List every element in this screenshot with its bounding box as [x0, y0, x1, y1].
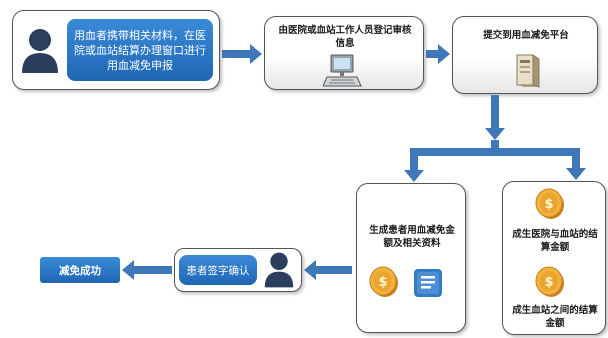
step6-text: 患者签字确认 [186, 264, 250, 277]
step6-sign-box: 患者签字确认 [174, 248, 302, 292]
step5-item2-text: 成生血站之间的结算金额 [512, 305, 598, 329]
person-icon [22, 29, 58, 73]
step4-text: 生成患者用血减免金额及相关资料 [369, 225, 455, 249]
arrow-to-step4 [404, 148, 424, 182]
coin-icon: $ [369, 266, 398, 297]
computer-icon [323, 54, 362, 87]
step5-settlement-box: $ 成生医院与血站的结算金额 $ 成生血站之间的结算金额 [502, 181, 606, 335]
arrow-step6-to-step7 [122, 260, 172, 280]
svg-text:$: $ [544, 197, 553, 212]
step2-text: 由医院或血站工作人员登记审核信息 [278, 25, 412, 49]
step1-apply-box: 用血者携带相关材料，在医院或血站结算办理窗口进行用血减免申报 [12, 10, 220, 90]
coin-icon: $ [535, 266, 564, 297]
step5-item1-text: 成生医院与血站的结算金额 [512, 229, 598, 253]
arrow-step4-to-step6 [304, 260, 352, 280]
step3-platform-box: 提交到用血减免平台 [452, 16, 598, 94]
person-icon [264, 252, 294, 288]
document-icon [414, 269, 442, 297]
svg-text:$: $ [378, 275, 387, 290]
step4-generate-box: 生成患者用血减免金额及相关资料 $ [356, 183, 466, 333]
step1-text: 用血者携带相关材料，在医院或血站结算办理窗口进行用血减免申报 [74, 28, 206, 72]
step7-success-pill: 减免成功 [40, 257, 120, 283]
arrow-split-stem [491, 140, 499, 148]
arrow-step2-to-step3 [426, 44, 450, 64]
coin-icon: $ [535, 188, 564, 219]
arrow-step3-down [485, 95, 505, 140]
step6-text-pill: 患者签字确认 [179, 255, 257, 285]
server-icon [516, 54, 540, 88]
svg-text:$: $ [544, 275, 553, 290]
step7-text: 减免成功 [59, 264, 101, 277]
arrow-step1-to-step2 [222, 44, 262, 64]
step3-text: 提交到用血减免平台 [483, 30, 569, 41]
step2-register-box: 由医院或血站工作人员登记审核信息 [264, 16, 424, 90]
step1-text-pill: 用血者携带相关材料，在医院或血站结算办理窗口进行用血减免申报 [67, 19, 213, 81]
arrow-to-step5 [566, 148, 586, 180]
arrow-split-bar [410, 148, 580, 156]
